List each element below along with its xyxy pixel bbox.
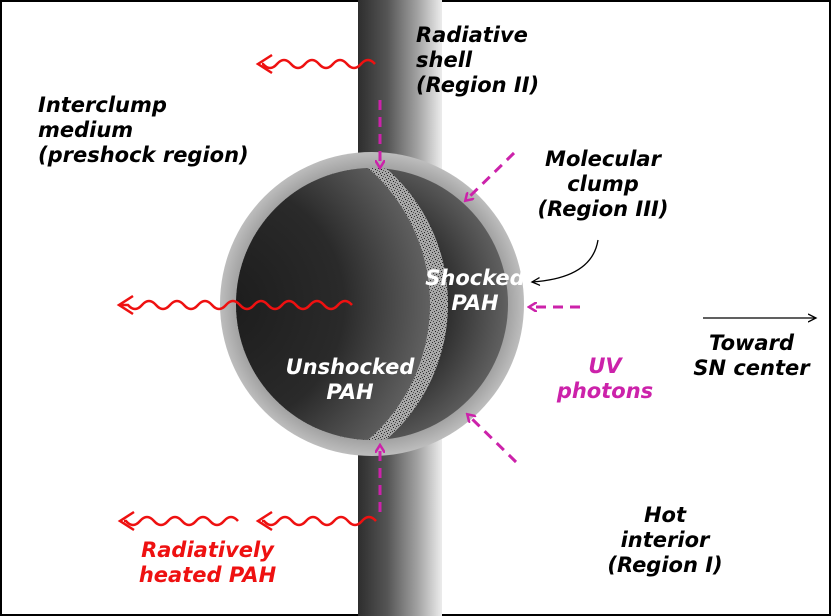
unshocked-pah-label: Unshocked PAH xyxy=(275,355,425,405)
shocked-pah-label: Shocked PAH xyxy=(415,266,535,316)
molecular-clump-line-3: (Region III) xyxy=(537,197,669,221)
radiatively-heated-line-1: Radiatively xyxy=(141,538,274,562)
unshocked-pah-line-1: Unshocked xyxy=(285,355,415,379)
molecular-clump-label: Molecular clump (Region III) xyxy=(528,147,678,222)
red-wavy-arrow-icon xyxy=(117,510,239,532)
red-wavy-arrow-icon xyxy=(255,53,376,75)
toward-sn-line-1: Toward xyxy=(708,331,794,355)
uv-photon-arrows xyxy=(380,100,580,512)
toward-sn-line-2: SN center xyxy=(693,356,810,380)
interclump-medium-label: Interclump medium (preshock region) xyxy=(38,93,249,168)
red-wavy-arrow-icon xyxy=(255,510,377,532)
radiative-shell-line-2: shell xyxy=(416,48,473,72)
unshocked-region xyxy=(236,168,430,440)
hot-interior-line-1: Hot xyxy=(643,503,687,527)
radiatively-heated-line-2: heated PAH xyxy=(138,563,277,587)
interclump-line-1: Interclump xyxy=(38,93,167,117)
uv-photons-line-2: photons xyxy=(556,379,654,403)
molecular-clump-line-2: clump xyxy=(567,172,639,196)
unshocked-pah-line-2: PAH xyxy=(326,380,374,404)
shocked-pah-line-2: PAH xyxy=(451,291,499,315)
uv-photons-label: UV photons xyxy=(540,354,670,404)
uv-photons-line-1: UV xyxy=(588,354,622,378)
ir-emission-arrows xyxy=(116,53,377,532)
hot-interior-label: Hot interior (Region I) xyxy=(590,503,740,578)
radiative-shell-line-3: (Region II) xyxy=(416,73,540,97)
toward-sn-center-label: Toward SN center xyxy=(684,331,819,381)
red-wavy-arrow-icon xyxy=(116,294,353,316)
hot-interior-line-3: (Region I) xyxy=(607,553,723,577)
interclump-line-3: (preshock region) xyxy=(38,143,249,167)
radiatively-heated-pah-label: Radiatively heated PAH xyxy=(120,538,295,588)
curved-arrow-icon xyxy=(532,239,599,282)
radiative-shell-label: Radiative shell (Region II) xyxy=(416,23,539,98)
hot-interior-line-2: interior xyxy=(620,528,710,552)
magenta-dashed-arrow-icon xyxy=(466,151,516,200)
shocked-pah-line-1: Shocked xyxy=(425,266,525,290)
radiative-shell-line-1: Radiative xyxy=(416,23,528,47)
magenta-dashed-arrow-icon xyxy=(468,415,518,464)
interclump-line-2: medium xyxy=(38,118,134,142)
molecular-clump-line-1: Molecular xyxy=(545,147,661,171)
